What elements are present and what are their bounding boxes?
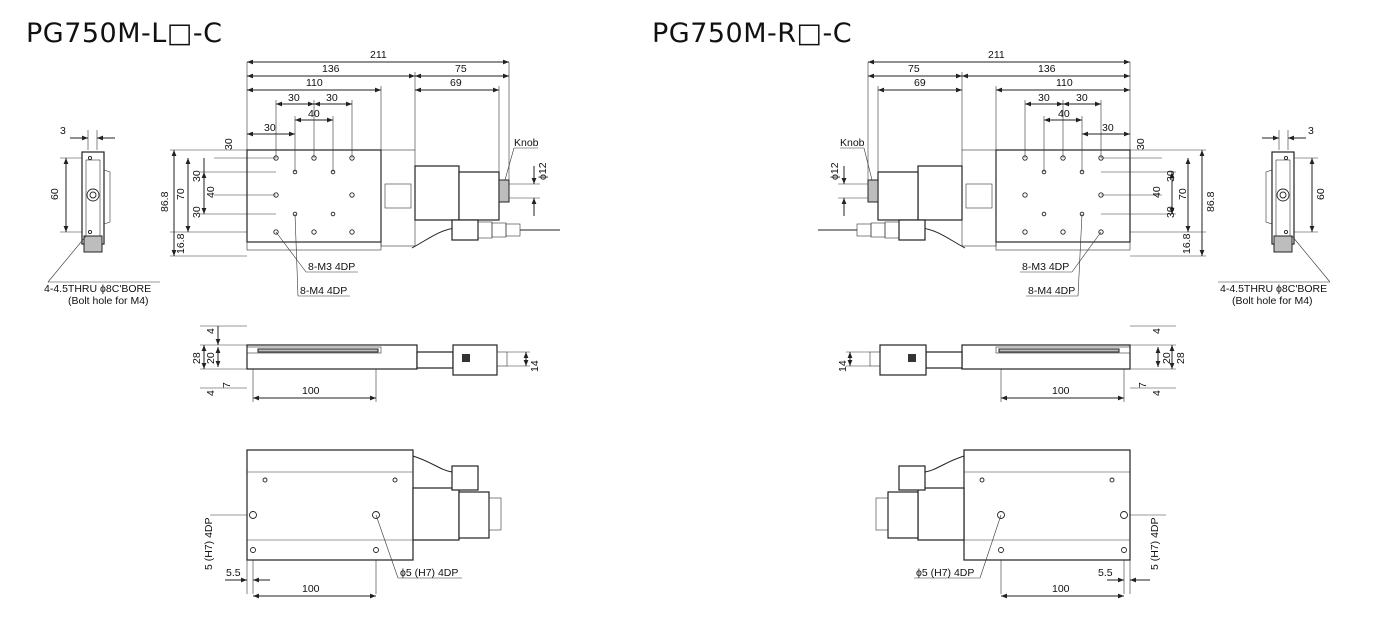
left-variant: 3 60 4-4.5THRU ϕ8C'BORE (Bolt hole for M… <box>44 49 560 599</box>
dim-7-right: 7 <box>1137 382 1149 388</box>
top-view-left <box>246 149 560 251</box>
dim-75-left: 75 <box>455 63 467 75</box>
bolt-thru-label-right: 4-4.5THRU ϕ8C'BORE <box>1220 283 1327 295</box>
dim-211-left: 211 <box>370 49 387 61</box>
dim-30v1-right: 30 <box>1165 170 1177 182</box>
dim-30v2-right: 30 <box>1165 206 1177 218</box>
dim-110-right: 110 <box>1056 77 1073 89</box>
dim-70-left: 70 <box>175 188 187 200</box>
top-view-right <box>818 149 1131 251</box>
dim-30c-left: 30 <box>264 122 276 134</box>
right-variant: 3 60 4-4.5THRU ϕ8C'BORE (Bolt hole for M… <box>818 49 1331 599</box>
dim-86-8-right: 86.8 <box>1205 191 1217 212</box>
dim-4b-right: 4 <box>1151 390 1163 396</box>
dim-60-right: 60 <box>1315 188 1327 200</box>
dim-3-right: 3 <box>1308 125 1314 137</box>
bottom-view-right <box>875 449 1131 561</box>
dim-4a-left: 4 <box>205 328 217 334</box>
dim-30v2-left: 30 <box>191 206 203 218</box>
dim-40v-right: 40 <box>1151 186 1163 198</box>
m3-label-right: 8-M3 4DP <box>1022 261 1069 273</box>
dim-136-left: 136 <box>322 63 340 75</box>
m3-label-left: 8-M3 4DP <box>308 261 355 273</box>
dim-100b-left: 100 <box>302 583 320 595</box>
side-end-view-right <box>1265 151 1295 253</box>
dim-30v3-left: 30 <box>223 138 235 150</box>
bolt-note-label-right: (Bolt hole for M4) <box>1232 295 1313 307</box>
dim-75-right: 75 <box>908 63 920 75</box>
dim-14-right: 14 <box>837 360 849 372</box>
dim-7-left: 7 <box>221 382 233 388</box>
dim-20-left: 20 <box>205 352 217 364</box>
dim-5-5-left: 5.5 <box>226 567 241 579</box>
dim-14-left: 14 <box>529 360 541 372</box>
side-end-view-left <box>81 151 111 253</box>
knob-label-right: Knob <box>840 137 865 149</box>
pin-side-label-right: 5 (H7) 4DP <box>1149 517 1161 570</box>
dim-30a-left: 30 <box>288 92 300 104</box>
dim-30b-right: 30 <box>1076 92 1088 104</box>
title-right: PG750M-R□-C <box>652 18 853 49</box>
dim-211-right: 211 <box>988 49 1005 61</box>
dim-5-5-right: 5.5 <box>1098 567 1113 579</box>
dim-100b-right: 100 <box>1052 583 1070 595</box>
dim-40-left: 40 <box>308 108 320 120</box>
dim-100a-left: 100 <box>302 385 320 397</box>
dim-136-right: 136 <box>1038 63 1056 75</box>
dim-16-8-right: 16.8 <box>1181 233 1193 254</box>
bolt-note-label-left: (Bolt hole for M4) <box>68 295 149 307</box>
dim-70-right: 70 <box>1177 188 1189 200</box>
pin-hole-label-right: ϕ5 (H7) 4DP <box>916 567 974 579</box>
dim-16-8-left: 16.8 <box>175 233 187 254</box>
dim-30b-left: 30 <box>326 92 338 104</box>
bottom-view-left <box>246 449 502 561</box>
dim-28-left: 28 <box>191 352 203 364</box>
dim-40-right: 40 <box>1058 108 1070 120</box>
title-left: PG750M-L□-C <box>26 18 223 49</box>
dim-100a-right: 100 <box>1052 385 1070 397</box>
dim-3-left: 3 <box>60 125 66 137</box>
dim-4b-left: 4 <box>205 390 217 396</box>
knob-label-left: Knob <box>514 137 539 149</box>
dim-30c-right: 30 <box>1102 122 1114 134</box>
dim-28-right: 28 <box>1175 352 1187 364</box>
pin-hole-label-left: ϕ5 (H7) 4DP <box>400 567 458 579</box>
dim-110-left: 110 <box>306 77 323 89</box>
dim-30v3-right: 30 <box>1135 138 1147 150</box>
dim-phi12-left: ϕ12 <box>537 162 549 180</box>
front-view-right <box>869 344 1131 376</box>
bolt-thru-label-left: 4-4.5THRU ϕ8C'BORE <box>44 283 151 295</box>
front-view-left <box>246 344 508 376</box>
dim-phi12-right: ϕ12 <box>829 162 841 180</box>
m4-label-right: 8-M4 4DP <box>1028 285 1075 297</box>
dim-69-right: 69 <box>914 77 926 89</box>
dim-69-left: 69 <box>450 77 462 89</box>
dim-40v-left: 40 <box>205 186 217 198</box>
dim-4a-right: 4 <box>1151 328 1163 334</box>
dim-30v1-left: 30 <box>191 170 203 182</box>
dim-20-right: 20 <box>1161 352 1173 364</box>
dim-60-left: 60 <box>49 188 61 200</box>
pin-side-label-left: 5 (H7) 4DP <box>203 517 215 570</box>
dim-30a-right: 30 <box>1038 92 1050 104</box>
m4-label-left: 8-M4 4DP <box>300 285 347 297</box>
dim-86-8-left: 86.8 <box>159 191 171 212</box>
